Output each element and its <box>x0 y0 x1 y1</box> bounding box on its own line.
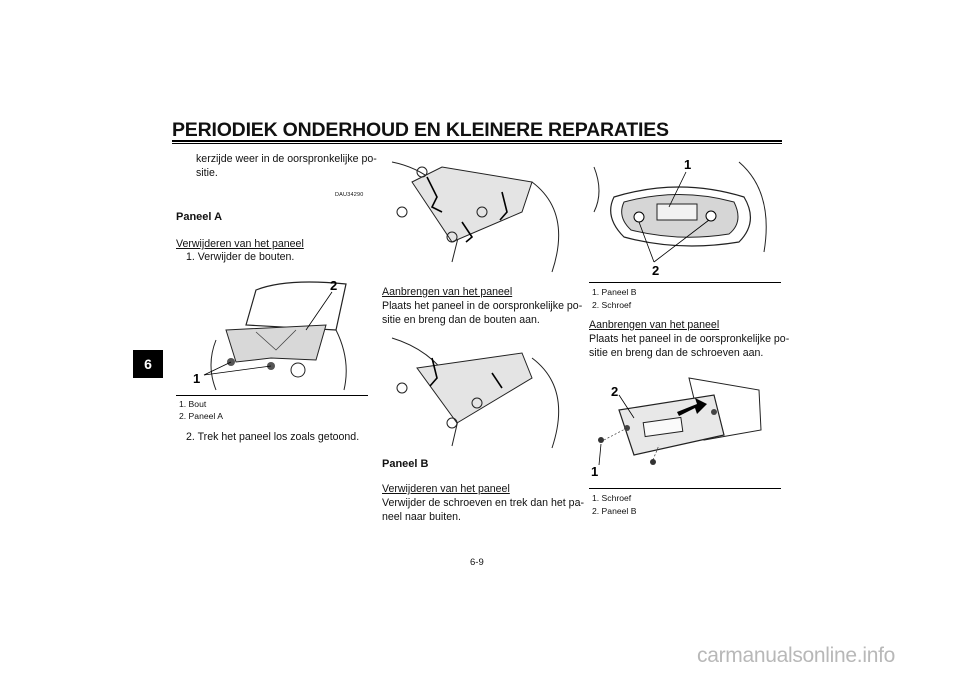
install-b-line-1: Plaats het paneel in de oorspronkelijke … <box>589 333 790 345</box>
intro-line-1: kerzijde weer in de oorspronkelijke po- <box>196 153 377 165</box>
caption-a-1: 1. Bout <box>179 399 207 409</box>
figure-panel-a-install <box>391 337 560 449</box>
caption-rule <box>176 395 368 396</box>
remove-b-line-1: Verwijder de schroeven en trek dan het p… <box>382 497 584 509</box>
caption-a-2: 2. Paneel A <box>179 411 223 421</box>
caption-b2-1: 1. Schroef <box>592 493 632 503</box>
remove-b-line-2: neel naar buiten. <box>382 511 461 523</box>
page-title: PERIODIEK ONDERHOUD EN KLEINERE REPARATI… <box>172 119 669 141</box>
caption-b1-2: 2. Schroef <box>592 300 632 310</box>
remove-heading-b: Verwijderen van het paneel <box>382 483 510 495</box>
caption-b2-2: 2. Paneel B <box>592 506 637 516</box>
intro-line-2: sitie. <box>196 167 218 179</box>
title-rule-thin <box>172 143 782 144</box>
figure-a-label-1: 1 <box>193 371 200 386</box>
subheading-remove-panel-a: Verwijderen van het paneel <box>176 238 304 250</box>
watermark-link[interactable]: carmanualsonline.info <box>697 644 895 667</box>
install-a-line-2: sitie en breng dan de bouten aan. <box>382 314 540 326</box>
install-heading-a: Aanbrengen van het paneel <box>382 286 513 298</box>
figure-a-label-2: 2 <box>330 278 337 293</box>
figure-panel-b-install: 2 1 <box>591 377 762 479</box>
figure-b1-label-2: 2 <box>652 263 659 278</box>
caption-rule <box>589 282 781 283</box>
title-rule <box>172 140 782 142</box>
figure-panel-b-location: 1 2 <box>593 157 767 278</box>
figure-b1-label-1: 1 <box>684 157 691 172</box>
chapter-tab[interactable]: 6 <box>133 350 163 378</box>
page-number: 6-9 <box>470 557 484 568</box>
figure-b2-label-1: 1 <box>591 464 598 479</box>
install-heading-b: Aanbrengen van het paneel <box>589 319 720 331</box>
install-b-line-2: sitie en breng dan de schroeven aan. <box>589 347 764 359</box>
figure-panel-a-bolts: 1 2 <box>193 278 347 391</box>
section-heading-paneel-b: Paneel B <box>382 458 429 470</box>
caption-b1-1: 1. Paneel B <box>592 287 637 297</box>
step-1: 1. Verwijder de bouten. <box>186 251 295 263</box>
section-heading-paneel-a: Paneel A <box>176 211 223 223</box>
figure-b2-label-2: 2 <box>611 384 618 399</box>
figure-panel-a-removal <box>391 161 560 273</box>
caption-rule <box>589 488 781 489</box>
document-code: DAU34290 <box>335 192 364 198</box>
step-2: 2. Trek het paneel los zoals getoond. <box>186 431 360 443</box>
install-a-line-1: Plaats het paneel in de oorspronkelijke … <box>382 300 583 312</box>
